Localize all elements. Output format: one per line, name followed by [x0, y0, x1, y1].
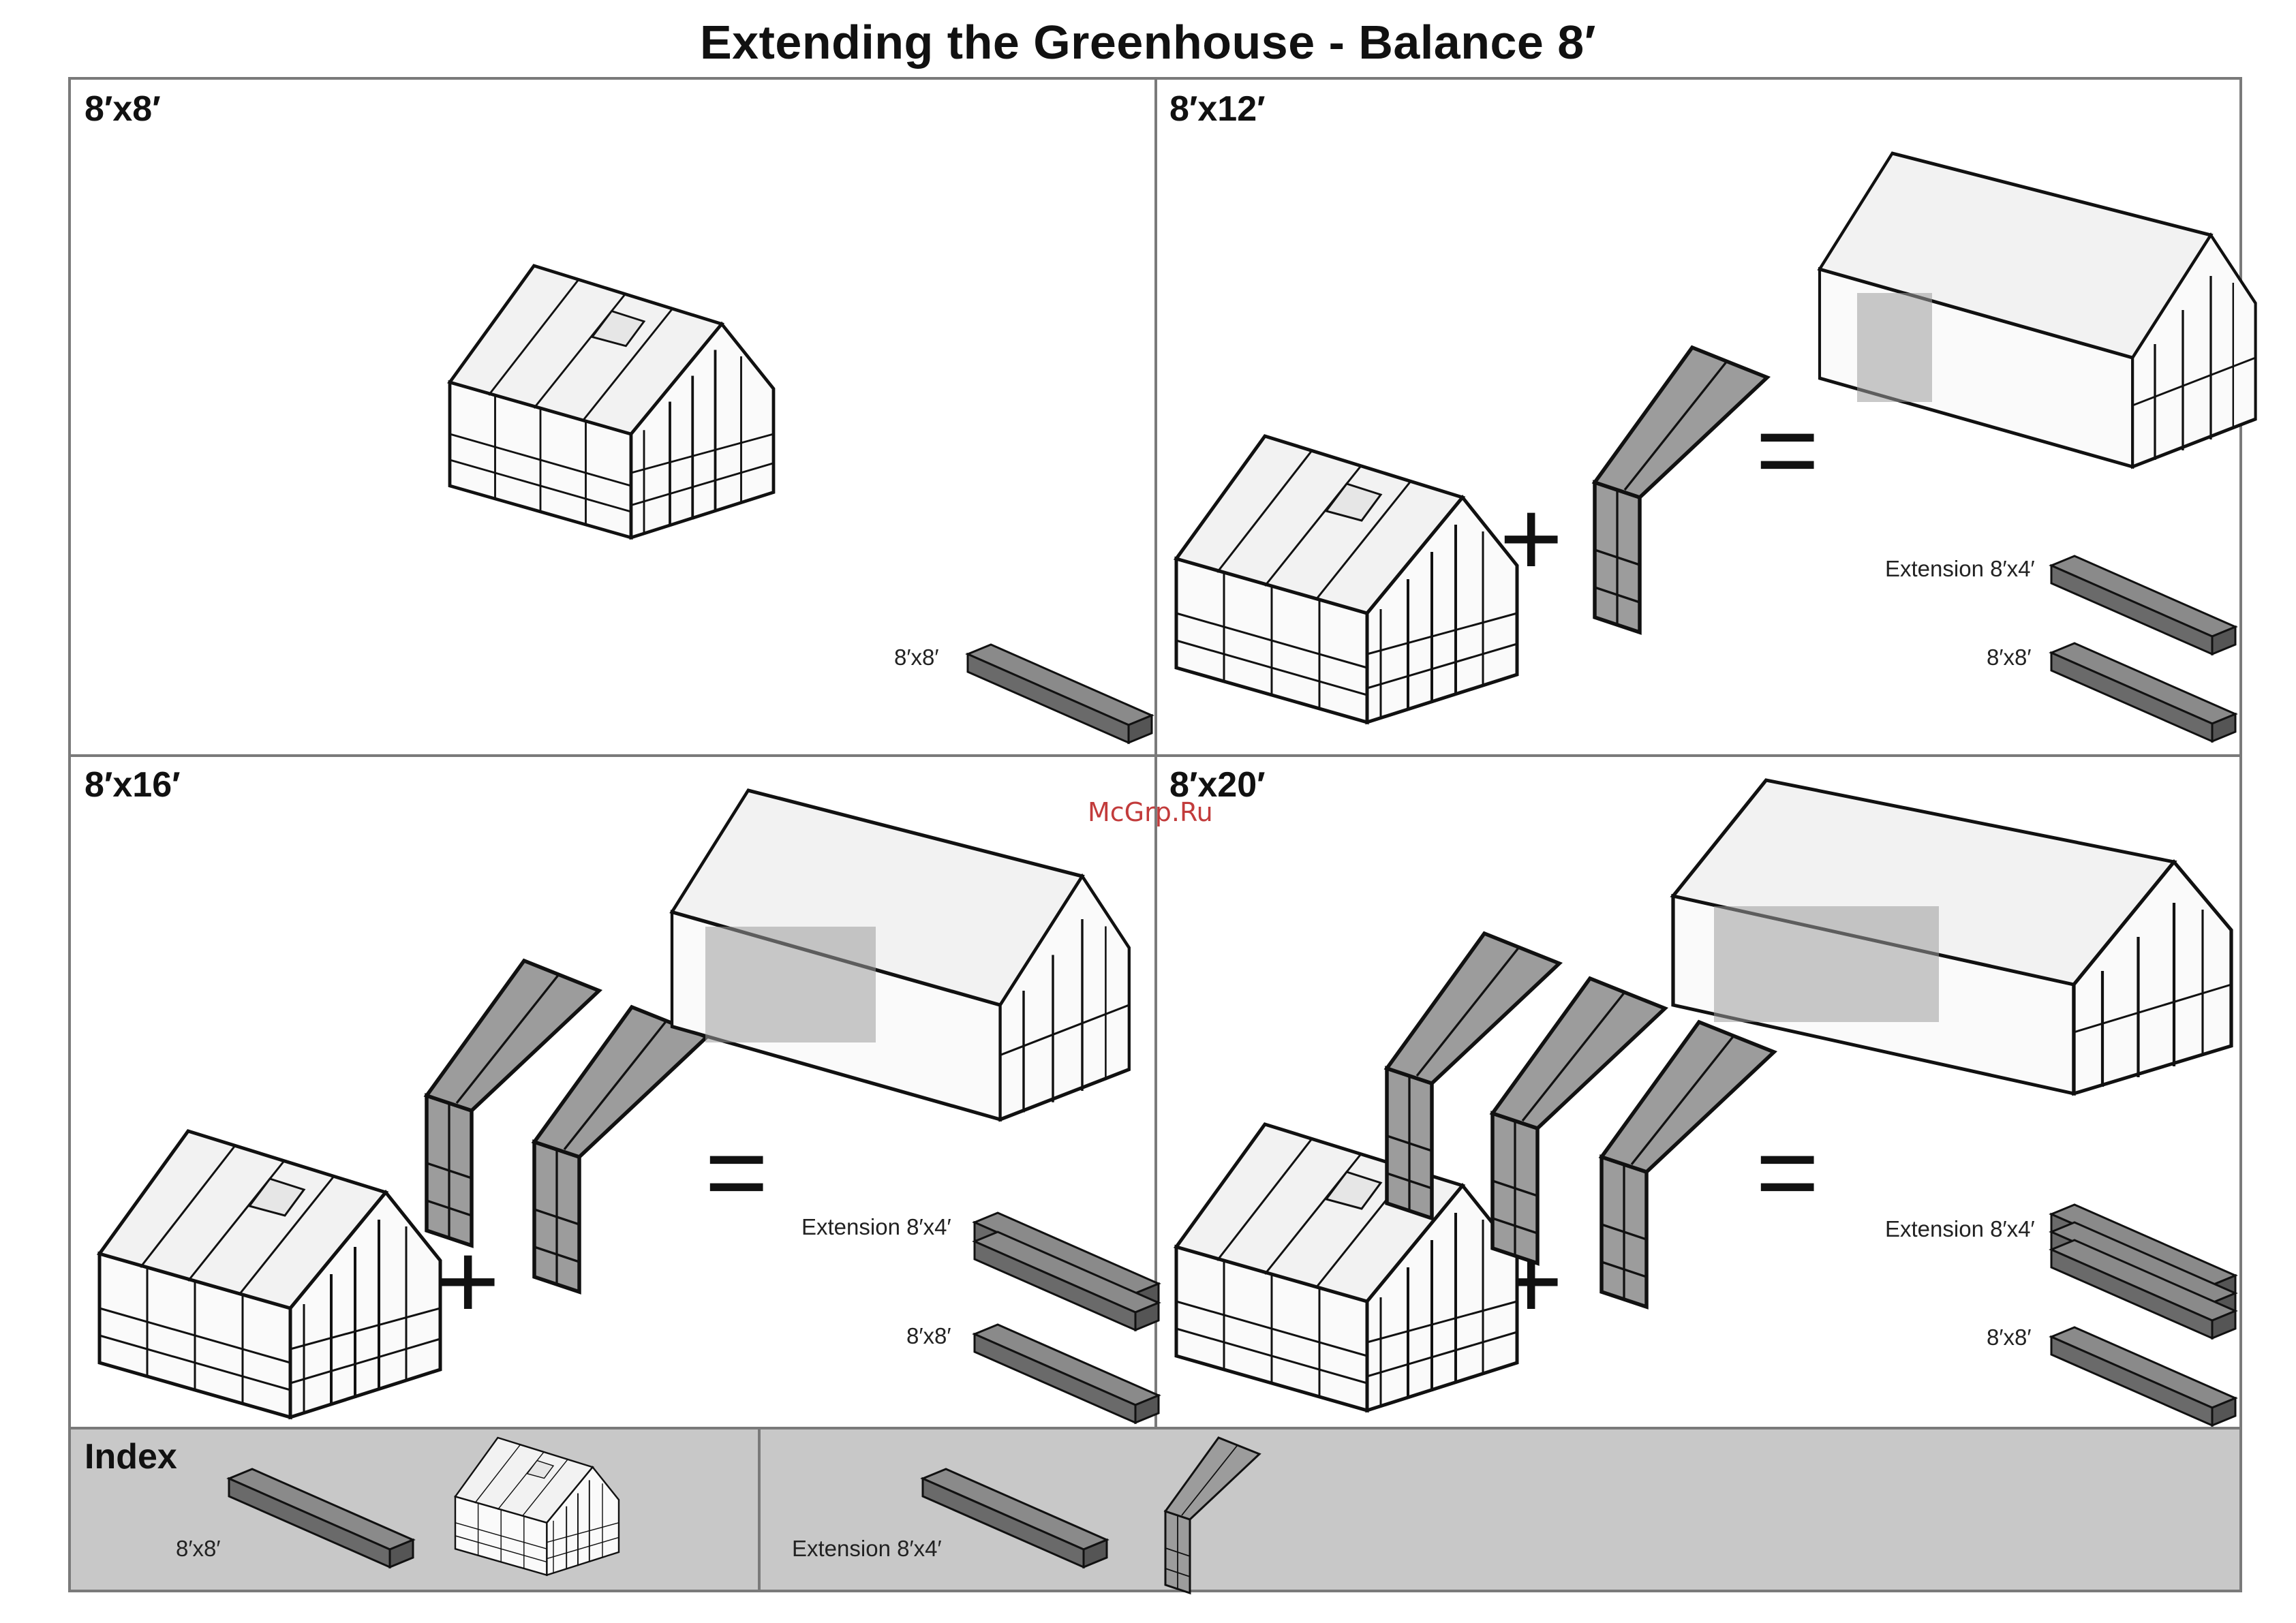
- box-base-8x16: [975, 1325, 1159, 1423]
- index-box-extension: [923, 1469, 1107, 1567]
- box-extension-8x12: [2051, 556, 2235, 654]
- index-greenhouse-base: [455, 1438, 619, 1575]
- box-base-8x12: [2051, 643, 2235, 741]
- greenhouse-8x8: [450, 266, 774, 538]
- extension-segment-8x16-b: [534, 1007, 707, 1292]
- greenhouse-base-8x20: [1176, 1124, 1517, 1410]
- index-extension-segment: [1165, 1438, 1259, 1593]
- extension-highlight-8x20: [1714, 906, 1939, 1022]
- extension-highlight-8x12: [1857, 293, 1932, 402]
- box-base-8x20: [2051, 1327, 2235, 1425]
- extension-segment-8x20-c: [1602, 1022, 1774, 1307]
- extension-segment-8x12: [1595, 347, 1767, 632]
- index-box-base: [229, 1469, 413, 1567]
- greenhouse-base-8x16: [100, 1131, 440, 1417]
- box-8x8: [968, 645, 1152, 743]
- extension-highlight-8x16: [705, 927, 876, 1042]
- greenhouse-base-8x12: [1176, 436, 1517, 722]
